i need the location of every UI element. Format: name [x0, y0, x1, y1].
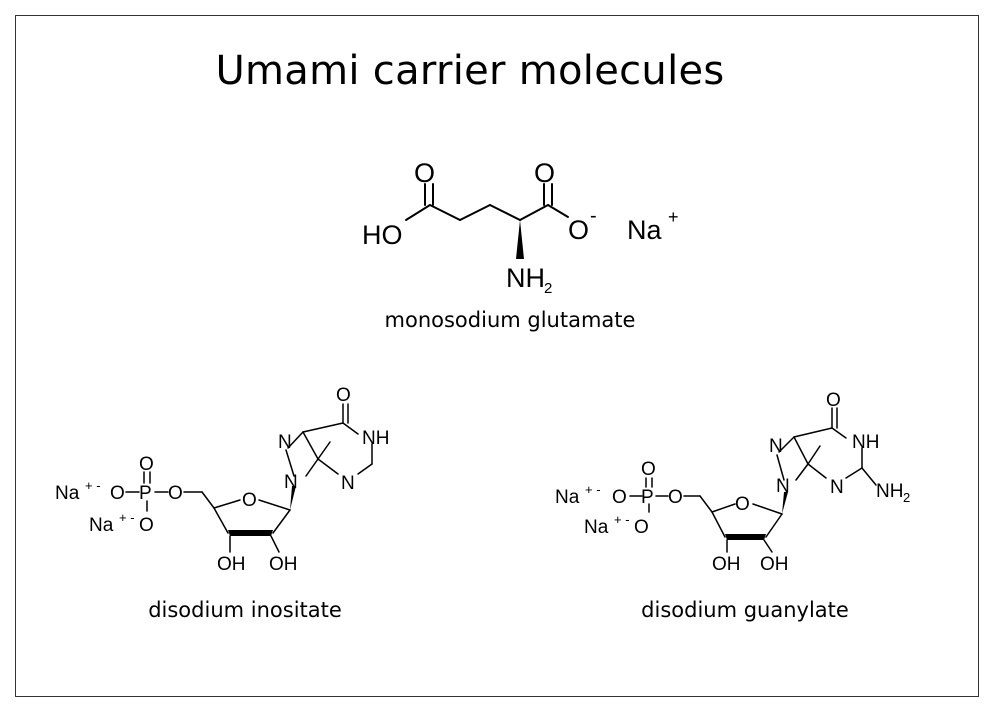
inositate-keto-o: O	[336, 385, 351, 406]
inositate-ester-o: O	[110, 483, 125, 504]
figure-frame	[15, 15, 979, 697]
guanylate-keto-o: O	[826, 390, 841, 411]
inositate-nh: NH	[362, 428, 389, 449]
guanylate-amino: NH	[876, 481, 903, 502]
guanylate-n3: N	[830, 477, 844, 498]
msg-caption: monosodium glutamate	[384, 308, 636, 332]
msg-amino-subscript: 2	[544, 280, 552, 297]
guanylate-bonds	[629, 407, 877, 553]
guanylate-n9: N	[776, 476, 790, 497]
guanylate-lower-o: O	[634, 517, 649, 538]
msg-carbonyl-o2: O	[534, 158, 555, 188]
guanylate-amino-subscript: 2	[903, 490, 910, 505]
inositate-phosphorus: P	[139, 483, 152, 504]
guanylate-hydroxyl-2: OH	[760, 554, 789, 575]
inositate-sodium-1: Na	[55, 483, 80, 504]
inositate-n7: N	[278, 432, 292, 453]
inositate-sodium-2: Na	[89, 515, 114, 536]
inositate-ring-o: O	[242, 490, 257, 511]
msg-carboxylate-o: O	[568, 215, 589, 245]
guanylate-bridge-o: O	[668, 487, 683, 508]
guanylate-charge-2: + -	[614, 512, 630, 527]
inositate-lower-o: O	[139, 515, 154, 536]
guanylate-nh: NH	[852, 432, 879, 453]
guanylate-sodium-1: Na	[555, 487, 580, 508]
inositate-bridge-o: O	[168, 483, 183, 504]
guanylate-phosphorus: P	[641, 487, 654, 508]
inositate-bonds	[125, 403, 373, 553]
guanylate-charge-1: + -	[585, 482, 601, 497]
inositate-hydroxyl-1: OH	[217, 554, 246, 575]
inositate-charge-1: + -	[85, 478, 101, 493]
msg-bonds	[405, 183, 569, 259]
msg-hydroxyl: HO	[362, 220, 403, 250]
inositate-phosphoryl-o: O	[139, 454, 154, 475]
msg-plus-charge: +	[668, 207, 679, 227]
inositate-hydroxyl-2: OH	[269, 554, 298, 575]
guanylate-n7: N	[769, 436, 783, 457]
msg-carbonyl-o1: O	[414, 158, 435, 188]
guanylate-sodium-2: Na	[584, 517, 609, 538]
msg-amino: NH	[506, 263, 545, 293]
msg-minus-charge: -	[590, 205, 597, 227]
guanylate-caption: disodium guanylate	[641, 598, 849, 622]
inositate-caption: disodium inositate	[148, 598, 342, 622]
guanylate-ester-o: O	[612, 487, 627, 508]
guanylate-phosphoryl-o: O	[641, 459, 656, 480]
msg-sodium: Na	[627, 215, 662, 245]
inositate-n3: N	[341, 473, 355, 494]
guanylate-hydroxyl-1: OH	[712, 554, 741, 575]
page-title: Umami carrier molecules	[215, 48, 725, 94]
inositate-charge-2: + -	[119, 510, 135, 525]
inositate-n9: N	[284, 472, 298, 493]
guanylate-ring-o: O	[735, 494, 750, 515]
